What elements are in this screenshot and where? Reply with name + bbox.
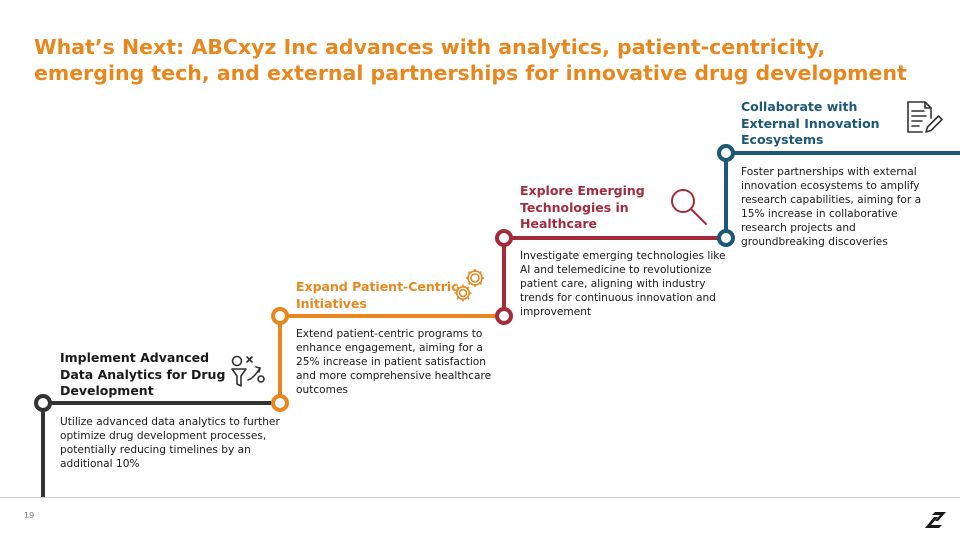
company-logo-icon <box>922 509 948 535</box>
step-2-description: Extend patient-centric programs to enhan… <box>296 328 492 396</box>
step-3-title: Explore Emerging Technologies in Healthc… <box>520 183 645 231</box>
page-number: 19 <box>24 511 35 520</box>
funnel-analytics-icon <box>228 354 266 396</box>
step-2-node <box>271 307 289 325</box>
step-4-title: Collaborate with External Innovation Eco… <box>741 99 880 147</box>
gears-icon <box>451 266 489 308</box>
step-4-node <box>717 144 735 162</box>
magnifier-icon <box>668 186 710 232</box>
step-3-description: Investigate emerging technologies like A… <box>520 250 726 318</box>
step-3-node <box>495 229 513 247</box>
step-4-description: Foster partnerships with external innova… <box>741 166 922 248</box>
step-1-description: Utilize advanced data analytics to furth… <box>60 416 280 470</box>
step-1-node <box>34 394 52 412</box>
step-1-title: Implement Advanced Data Analytics for Dr… <box>60 350 226 398</box>
step-4-start-node <box>717 229 735 247</box>
footer-divider <box>0 497 960 498</box>
step-2-title: Expand Patient-Centric Initiatives <box>296 279 459 311</box>
step-3-start-node <box>495 307 513 325</box>
document-pen-icon <box>904 99 944 143</box>
slide-title: What’s Next: ABCxyz Inc advances with an… <box>34 35 907 85</box>
step-2-start-node <box>271 394 289 412</box>
